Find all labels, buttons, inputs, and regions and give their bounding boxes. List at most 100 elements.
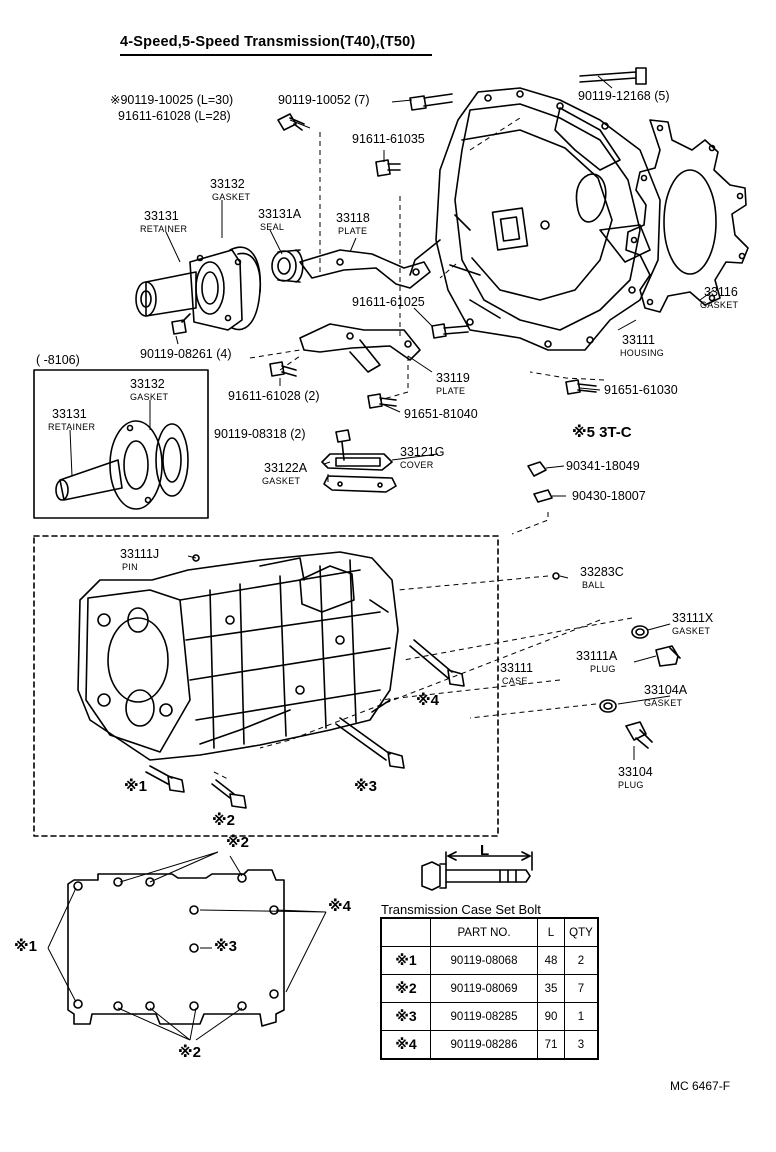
table-cell-length: 90	[537, 1002, 565, 1031]
part-33283c-name: BALL	[582, 580, 606, 590]
bolt-length-label: L	[480, 842, 490, 859]
part-33119-name: PLATE	[436, 386, 466, 396]
part-91611-61028-2-label: 91611-61028 (2)	[228, 389, 320, 403]
table-cell-qty: 2	[564, 946, 599, 975]
part-91611-61035-label: 91611-61035	[352, 132, 425, 146]
cover-drawing	[321, 453, 397, 493]
table-cell-marker: ※2	[380, 974, 431, 1003]
table-cell-length: 71	[537, 1030, 565, 1060]
case-dashed-box	[33, 535, 499, 837]
outline-marker-4: ※4	[328, 898, 351, 915]
part-33104-name: PLUG	[618, 780, 644, 790]
part-33104-label: 33104	[618, 765, 653, 779]
part-90119-10052-label: 90119-10052 (7)	[278, 93, 370, 107]
outline-marker-2-bottom: ※2	[178, 1044, 201, 1061]
inset-33132-name: GASKET	[130, 392, 169, 402]
part-33131a-label: 33131A	[258, 207, 302, 221]
part-91611-61028-l28-label: 91611-61028 (L=28)	[118, 109, 231, 123]
part-33111-case-label: 33111	[500, 661, 533, 675]
table-cell-qty: 7	[564, 974, 599, 1003]
table-row: ※1 90119-08068 48 2	[380, 946, 599, 975]
part-33122a-name: GASKET	[262, 476, 301, 486]
table-row: ※4 90119-08286 71 3	[380, 1030, 599, 1060]
part-33283c-label: 33283C	[580, 565, 624, 579]
case-marker-4: ※4	[416, 692, 439, 709]
clutch-housing-drawing	[409, 87, 661, 351]
part-90119-08261-label: 90119-08261 (4)	[140, 347, 232, 361]
outline-marker-3: ※3	[214, 938, 237, 955]
bolt-table-header-qty: QTY	[564, 917, 599, 947]
case-outline-drawing	[67, 869, 285, 1027]
case-marker-1: ※1	[124, 778, 147, 795]
table-cell-marker: ※3	[380, 1002, 431, 1031]
part-33104a-label: 33104A	[644, 683, 688, 697]
part-33119-label: 33119	[436, 371, 470, 385]
inset-33131-name: RETAINER	[48, 422, 96, 432]
table-cell-length: 35	[537, 974, 565, 1003]
part-33111j-label: 33111J	[120, 547, 160, 561]
bolt-table-header-marker	[380, 917, 431, 947]
dashed-leader-lines	[213, 117, 633, 781]
table-cell-part: 90119-08069	[430, 974, 538, 1003]
table-cell-length: 48	[537, 946, 565, 975]
outline-marker-2-top: ※2	[226, 834, 249, 851]
length-bolt-drawing	[421, 851, 533, 891]
table-cell-part: 90119-08286	[430, 1030, 538, 1060]
part-33121g-label: 33121G	[400, 445, 445, 459]
table-cell-qty: 3	[564, 1030, 599, 1060]
part-91611-61025-label: 91611-61025	[352, 295, 425, 309]
part-33132-label: 33132	[210, 177, 245, 191]
inset-box	[33, 369, 209, 519]
part-91651-61030-label: 91651-61030	[604, 383, 678, 397]
housing-gasket-drawing	[625, 119, 749, 313]
part-33111-housing-name: HOUSING	[620, 348, 665, 358]
plates-drawing	[299, 249, 431, 373]
inset-33131-label: 33131	[52, 407, 87, 421]
table-cell-qty: 1	[564, 1002, 599, 1031]
table-cell-part: 90119-08068	[430, 946, 538, 975]
case-bolts-drawing	[145, 554, 465, 809]
part-33131-name: RETAINER	[140, 224, 188, 234]
part-33116-label: 33116	[704, 285, 738, 299]
bolt-table-caption: Transmission Case Set Bolt	[381, 902, 541, 917]
part-33131-label: 33131	[144, 209, 179, 223]
part-33111x-name: GASKET	[672, 626, 711, 636]
part-91651-81040-label: 91651-81040	[404, 407, 478, 421]
bolts-top-drawing	[171, 67, 647, 461]
outline-marker-1: ※1	[14, 938, 37, 955]
part-33111j-name: PIN	[122, 562, 138, 572]
table-row: ※2 90119-08069 35 7	[380, 974, 599, 1003]
part-33121g-name: COVER	[400, 460, 434, 470]
part-33111x-label: 33111X	[672, 611, 714, 625]
part-33118-label: 33118	[336, 211, 370, 225]
inset-range-label: ( -8106)	[36, 353, 80, 367]
part-90430-18007-label: 90430-18007	[572, 489, 646, 503]
part-33118-name: PLATE	[338, 226, 368, 236]
part-33122a-label: 33122A	[264, 461, 308, 475]
leader-lines	[47, 75, 715, 1041]
case-marker-3: ※3	[354, 778, 377, 795]
bolt-table: PART NO. L QTY ※1 90119-08068 48 2 ※2 90…	[380, 917, 599, 1060]
small-parts-drawing	[527, 461, 681, 749]
case-marker-2: ※2	[212, 812, 235, 829]
part-90341-18049-label: 90341-18049	[566, 459, 640, 473]
bolt-table-header-part: PART NO.	[430, 917, 538, 947]
part-33111a-name: PLUG	[590, 664, 616, 674]
table-row: ※3 90119-08285 90 1	[380, 1002, 599, 1031]
part-33104a-name: GASKET	[644, 698, 683, 708]
part-33111a-label: 33111A	[576, 649, 618, 663]
transmission-case-drawing	[77, 551, 399, 761]
inset-33132-label: 33132	[130, 377, 165, 391]
table-cell-marker: ※1	[380, 946, 431, 975]
table-cell-marker: ※4	[380, 1030, 431, 1060]
part-90119-12168-label: 90119-12168 (5)	[578, 89, 670, 103]
diagram-title: 4-Speed,5-Speed Transmission(T40),(T50)	[120, 34, 416, 50]
bolt-table-header-row: PART NO. L QTY	[380, 917, 599, 947]
part-33116-name: GASKET	[700, 300, 739, 310]
part-33132-name: GASKET	[212, 192, 251, 202]
table-cell-part: 90119-08285	[430, 1002, 538, 1031]
diagram-code: MC 6467-F	[670, 1079, 731, 1093]
part-33111-case-name: CASE	[502, 676, 528, 686]
